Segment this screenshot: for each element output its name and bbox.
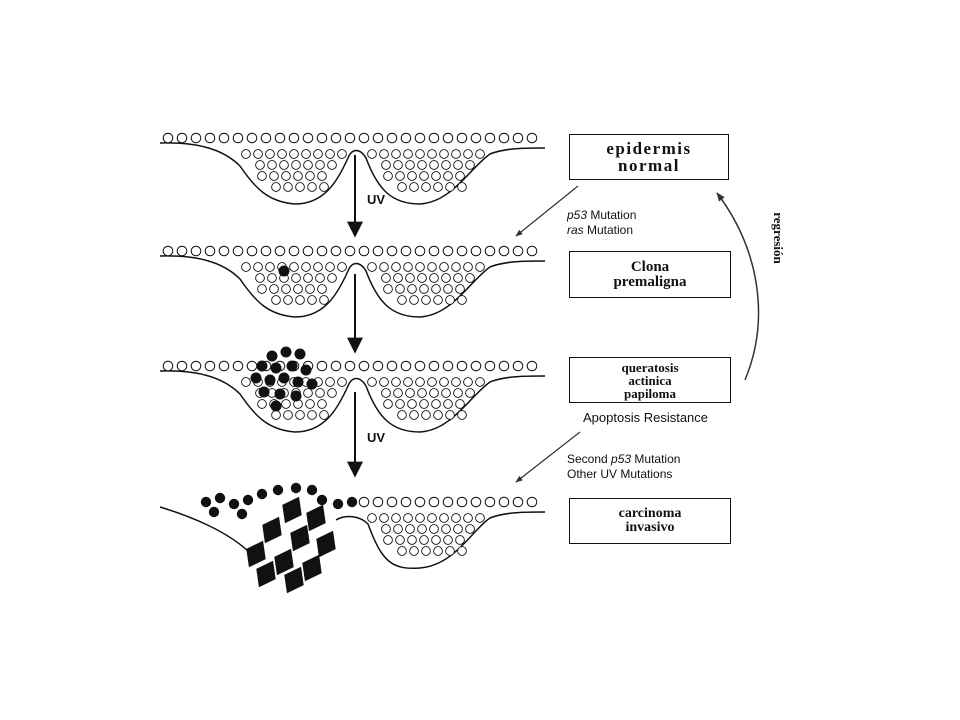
- skin-layer-1: [159, 132, 546, 205]
- note-text: Second: [567, 452, 612, 466]
- regression-label: regresión: [770, 212, 786, 264]
- note-text: Mutation: [631, 452, 681, 466]
- stage-box-clona-premaligna: Clona premaligna: [569, 251, 731, 298]
- stage-label-line: carcinoma: [618, 506, 682, 521]
- stage-label-line: queratosis: [621, 359, 679, 375]
- stage-box-carcinoma-invasivo: carcinoma invasivo: [569, 498, 731, 544]
- uv-label-2: UV: [367, 430, 386, 445]
- gene-name: p53: [567, 208, 588, 222]
- regression-arrow: [716, 192, 760, 381]
- skin-layer-3: [159, 346, 546, 433]
- gene-name: ras: [567, 223, 584, 237]
- uv-label-1: UV: [367, 192, 386, 207]
- stage-label-line: normal: [618, 156, 680, 175]
- mutation-arrow-2: [515, 431, 581, 483]
- mutation-note-1: p53 Mutation ras Mutation: [567, 208, 636, 238]
- note-text: Other UV Mutations: [567, 467, 673, 481]
- stage-label-line: premaligna: [613, 273, 687, 290]
- note-text: Mutation: [587, 208, 637, 222]
- stage-label-line: Clona: [630, 258, 670, 275]
- skin-layer-4: [159, 482, 546, 594]
- stage-box-epidermis-normal: epidermis normal: [569, 134, 729, 180]
- mutation-arrow-1: [515, 185, 579, 237]
- apoptosis-resistance-label: Apoptosis Resistance: [583, 410, 709, 425]
- note-text: Mutation: [583, 223, 634, 237]
- gene-name: p53: [611, 452, 632, 466]
- mutation-note-2: Second p53 Mutation Other UV Mutations: [567, 452, 680, 482]
- stage-label-line: papiloma: [623, 385, 676, 401]
- stage-box-queratosis: queratosis actinica papiloma: [569, 357, 731, 403]
- stage-label-line: invasivo: [625, 520, 675, 535]
- skin-layer-2: [159, 245, 546, 318]
- stage-label-line: actinica: [628, 372, 672, 388]
- stage-label-line: epidermis: [606, 139, 692, 158]
